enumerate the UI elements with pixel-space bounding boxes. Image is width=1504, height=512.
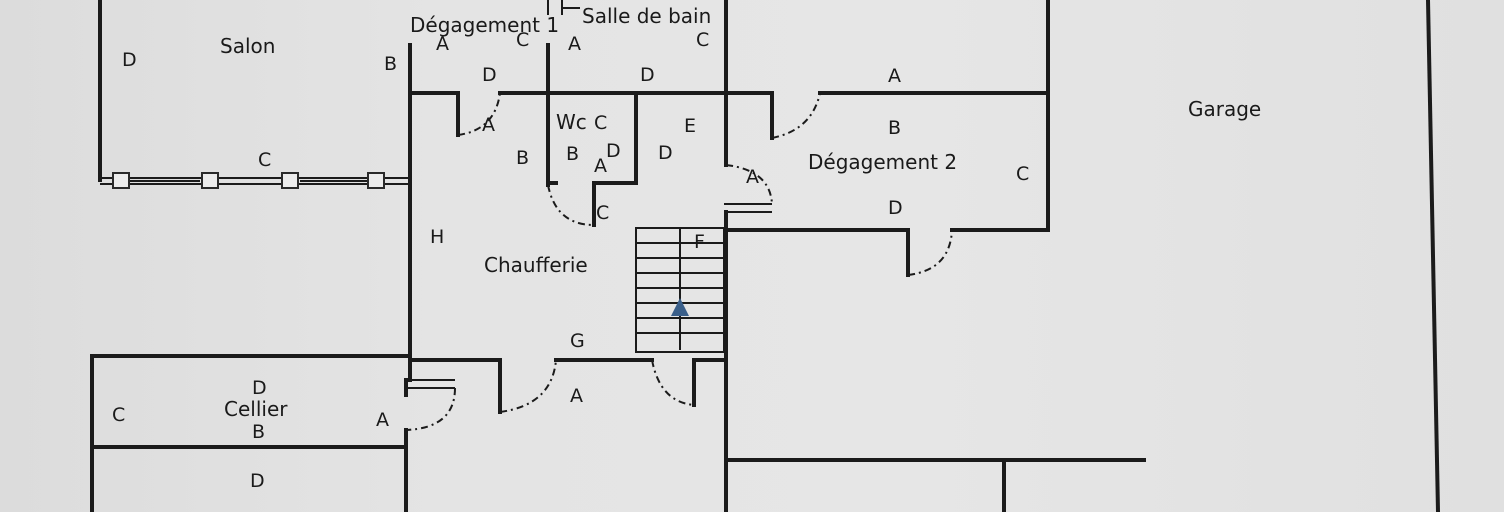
- room-label-salon: Salon: [220, 34, 275, 58]
- staircase: [635, 227, 725, 353]
- marker: D: [658, 142, 673, 164]
- room-label-salle-de-bain: Salle de bain: [582, 4, 711, 28]
- salon-window: [100, 172, 410, 189]
- wall-markers: D B C A C D A C D A B C B A D C E D A A …: [112, 29, 1029, 492]
- marker: B: [384, 53, 397, 75]
- marker: A: [888, 65, 901, 87]
- marker: D: [482, 64, 497, 86]
- marker: C: [112, 404, 125, 426]
- marker: B: [252, 421, 265, 443]
- door-swings: [405, 92, 953, 431]
- marker: E: [684, 115, 696, 137]
- marker: A: [746, 166, 759, 188]
- marker: C: [594, 112, 607, 134]
- room-label-degagement-2: Dégagement 2: [808, 150, 957, 174]
- marker: B: [566, 143, 579, 165]
- room-label-cellier: Cellier: [224, 397, 288, 421]
- marker: D: [888, 197, 903, 219]
- walls: [90, 0, 1441, 512]
- marker: A: [436, 33, 449, 55]
- marker: D: [640, 64, 655, 86]
- marker: G: [570, 330, 585, 352]
- marker: B: [888, 117, 901, 139]
- marker: C: [596, 202, 609, 224]
- marker: C: [258, 149, 271, 171]
- room-label-degagement-1: Dégagement 1: [410, 13, 559, 37]
- marker: D: [122, 49, 137, 71]
- marker: A: [376, 409, 389, 431]
- marker: H: [430, 226, 444, 248]
- marker: C: [1016, 163, 1029, 185]
- room-labels: Salon Dégagement 1 Salle de bain Wc Déga…: [220, 4, 1261, 421]
- marker: F: [694, 231, 705, 253]
- stair-direction-arrow-icon: [671, 298, 689, 316]
- marker: C: [696, 29, 709, 51]
- marker: B: [516, 147, 529, 169]
- marker: A: [570, 385, 583, 407]
- room-label-garage: Garage: [1188, 97, 1261, 121]
- marker: D: [606, 140, 621, 162]
- marker: C: [516, 29, 529, 51]
- marker: A: [482, 114, 495, 136]
- marker: D: [250, 470, 265, 492]
- marker: A: [594, 155, 607, 177]
- marker: A: [568, 33, 581, 55]
- marker: D: [252, 377, 267, 399]
- room-label-wc: Wc: [556, 110, 587, 134]
- room-label-chaufferie: Chaufferie: [484, 253, 588, 277]
